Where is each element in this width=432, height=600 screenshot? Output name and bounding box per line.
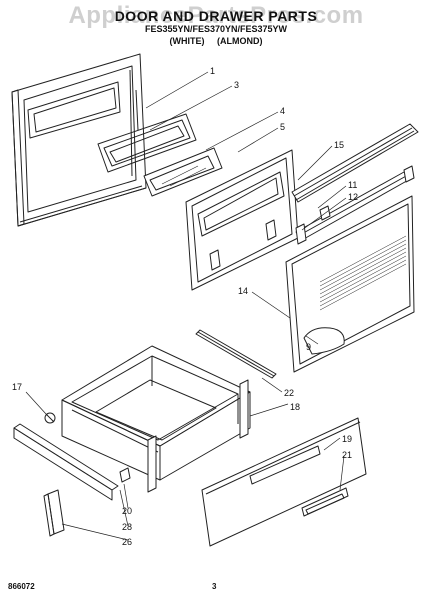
outer-door-frame [11, 53, 147, 227]
glass-panel [143, 147, 223, 197]
callout-9: 9 [306, 342, 311, 352]
callout-11: 11 [348, 180, 357, 190]
leader-lines [25, 71, 347, 541]
model-numbers: FES355YN/FES370YN/FES375YW [144, 24, 288, 34]
callout-19: 19 [342, 434, 352, 444]
callout-3: 3 [234, 80, 239, 90]
callout-4: 4 [280, 106, 285, 116]
callout-26: 26 [122, 537, 132, 547]
callout-5: 5 [280, 122, 285, 132]
page-number: 3 [212, 582, 217, 591]
callout-18: 18 [290, 402, 300, 412]
page-title: DOOR AND DRAWER PARTS [114, 8, 318, 24]
drawer-handle [301, 487, 349, 517]
drawer-front-panel [201, 417, 367, 547]
callout-21: 21 [342, 450, 352, 460]
callout-14: 14 [238, 286, 248, 296]
callout-22: 22 [284, 388, 294, 398]
vent-grille [319, 235, 407, 311]
side-slide-rail [13, 423, 131, 501]
callout-12: 12 [348, 192, 358, 202]
window-frame [97, 113, 197, 173]
document-number: 866072 [8, 582, 35, 591]
door-panel-with-grille [285, 195, 415, 373]
vent-trim [291, 123, 419, 203]
callout-17: 17 [12, 382, 22, 392]
callout-28: 28 [122, 522, 132, 532]
callout-15: 15 [334, 140, 344, 150]
callout-20: 20 [122, 506, 132, 516]
callout-1: 1 [210, 66, 215, 76]
door-handle [295, 165, 415, 245]
drawer-rail [195, 329, 277, 379]
finish-colors: (WHITE) (ALMOND) [169, 36, 263, 46]
end-cap-bracket [43, 489, 65, 537]
watermark: AppliancePartsPros.com [68, 2, 364, 29]
drawer-tray [61, 345, 251, 493]
drawer-roller [44, 412, 56, 424]
callout-labels: 1 3 4 5 15 11 12 14 9 17 22 18 19 21 20 … [12, 66, 358, 547]
